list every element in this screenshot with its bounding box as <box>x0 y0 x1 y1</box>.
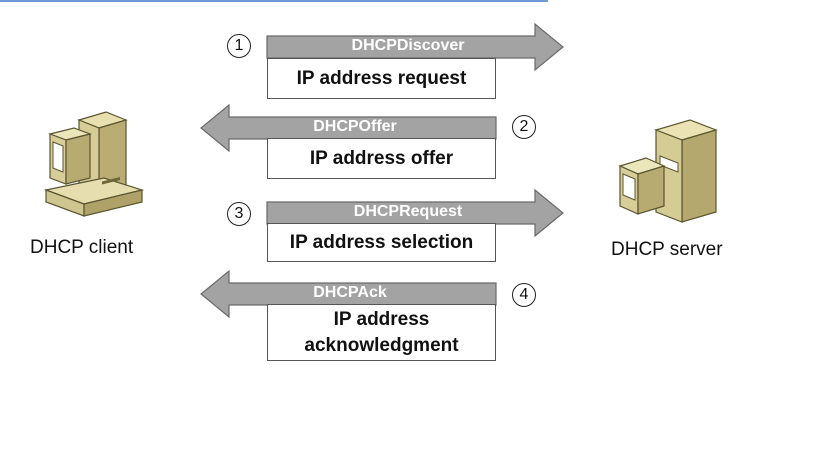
description-box-1: IP address request <box>267 58 496 99</box>
step-number-2: 2 <box>512 115 536 139</box>
message-dhcpoffer: DHCPOffer <box>313 118 397 135</box>
description-line: IP address offer <box>309 148 454 169</box>
description-line: IP address <box>333 309 430 330</box>
description-line: IP address selection <box>289 232 474 253</box>
server-computer-icon <box>618 119 718 223</box>
description-line: acknowledgment <box>304 335 459 356</box>
step-number-4: 4 <box>512 283 536 307</box>
top-edge-line <box>0 0 548 2</box>
message-dhcpack: DHCPAck <box>313 284 387 301</box>
description-box-4: IP address acknowledgment <box>267 304 496 361</box>
description-line: IP address request <box>296 68 467 89</box>
message-dhcpdiscover: DHCPDiscover <box>351 37 465 54</box>
message-dhcprequest: DHCPRequest <box>353 203 463 220</box>
step-number-1: 1 <box>227 34 251 58</box>
step-number-3: 3 <box>227 202 251 226</box>
client-computer-icon <box>43 111 145 217</box>
server-label: DHCP server <box>611 239 723 260</box>
description-box-3: IP address selection <box>267 223 496 262</box>
client-label: DHCP client <box>30 237 134 258</box>
description-box-2: IP address offer <box>267 138 496 179</box>
